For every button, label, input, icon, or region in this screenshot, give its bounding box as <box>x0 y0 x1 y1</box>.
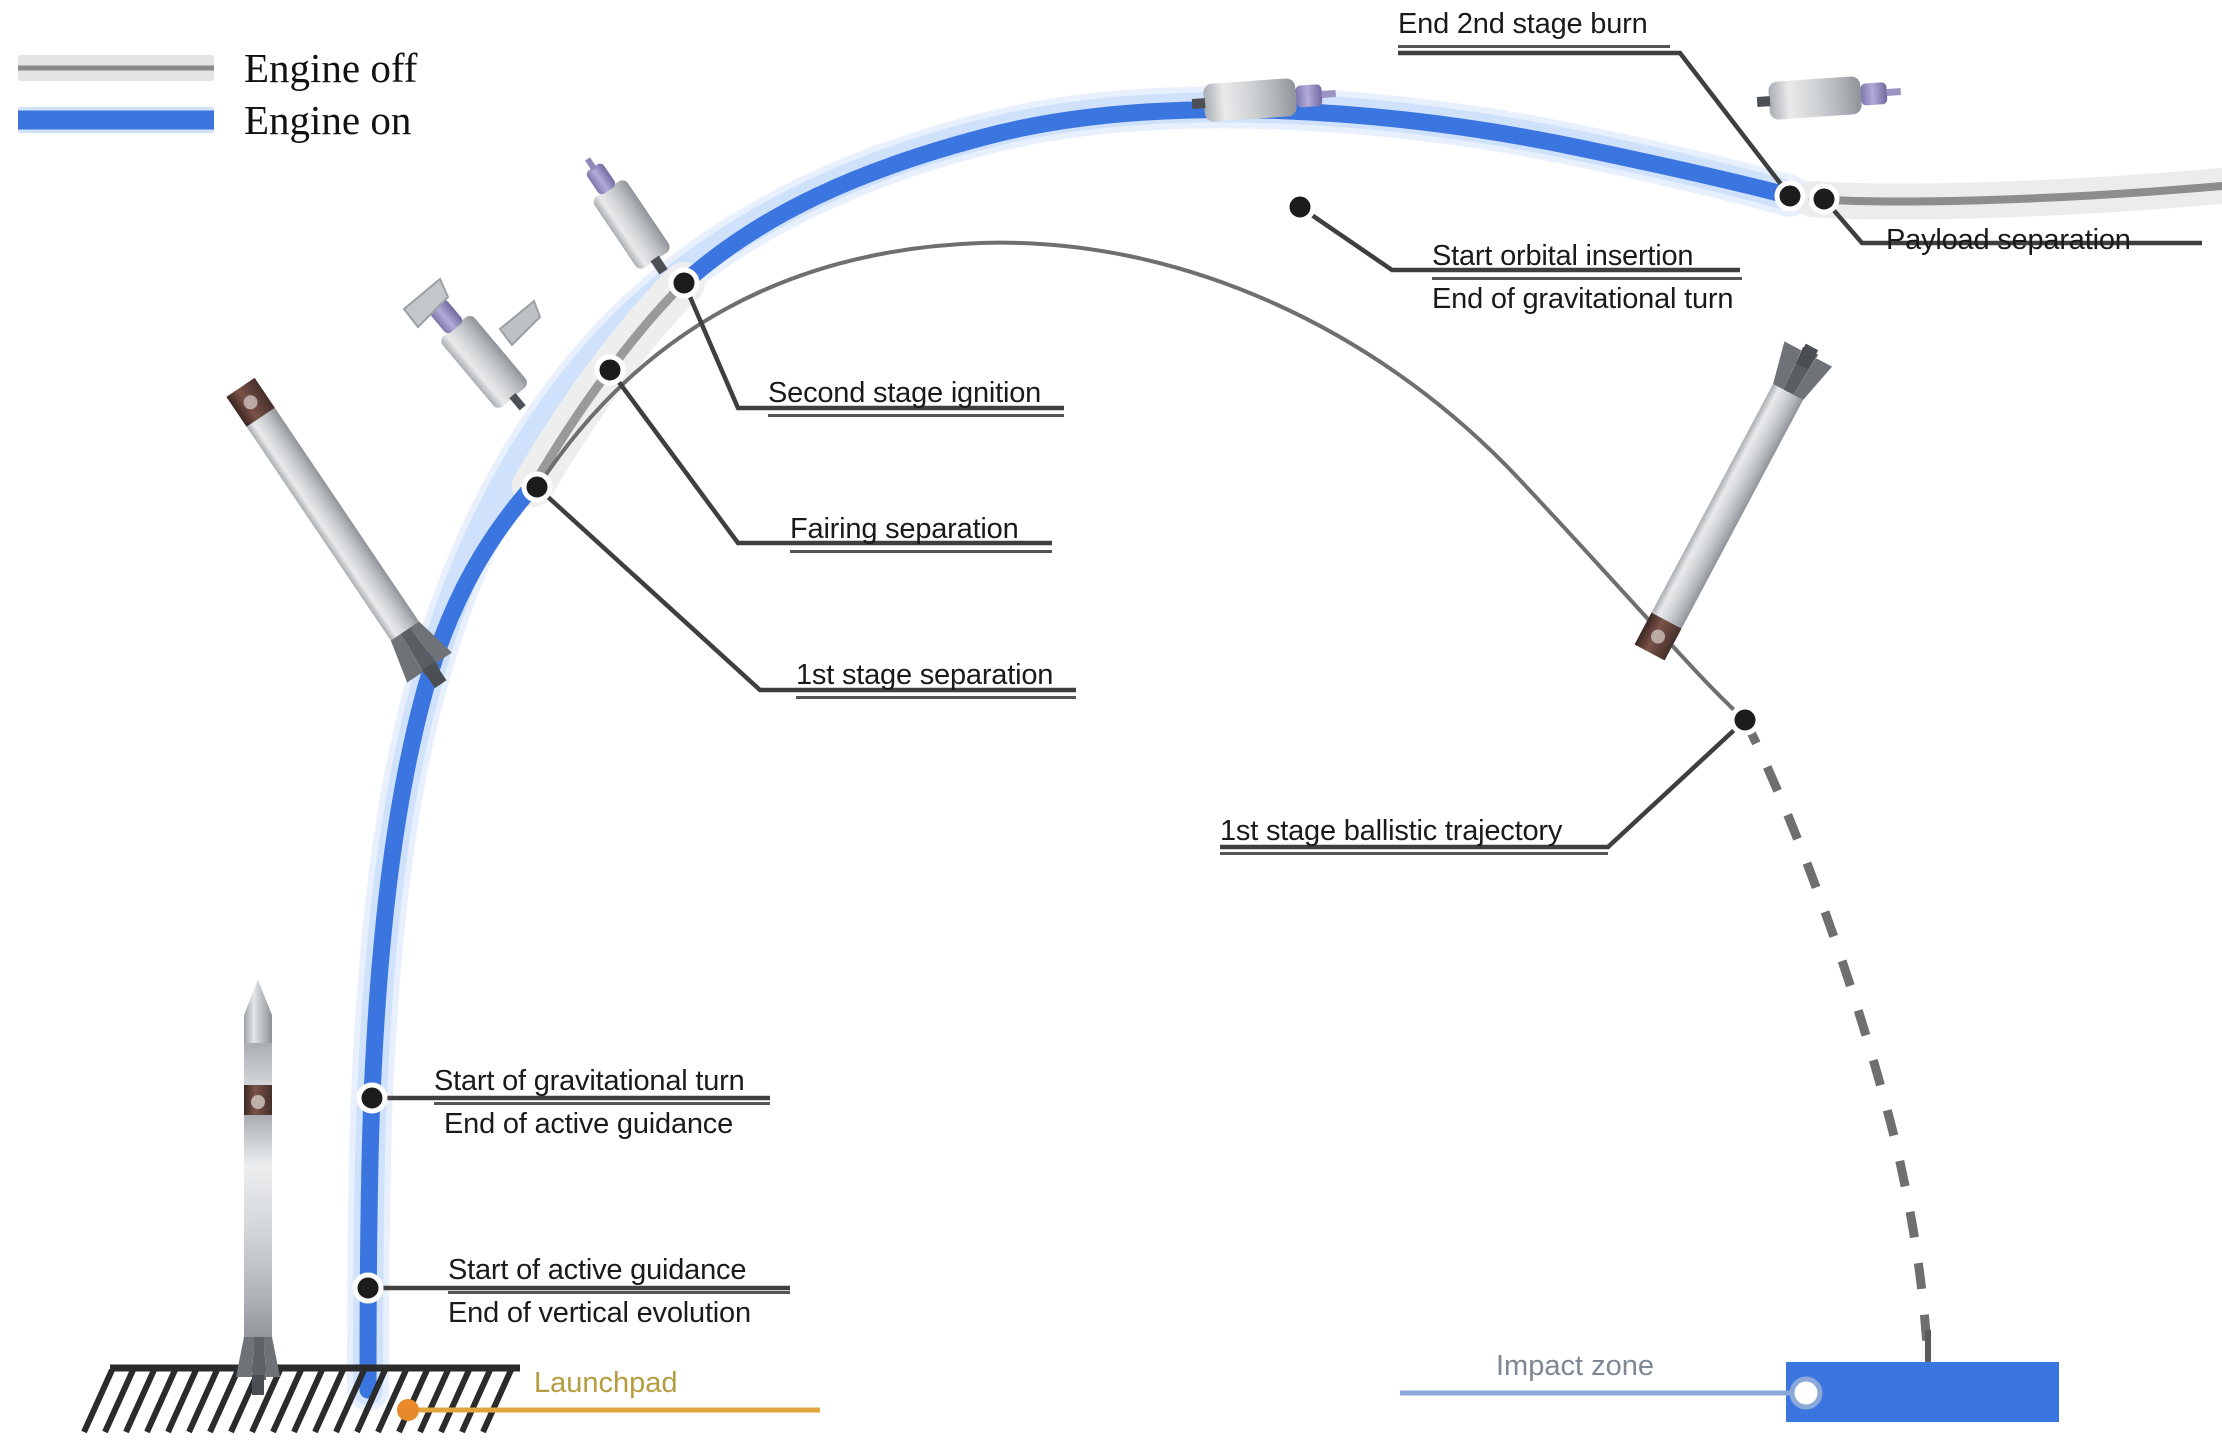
event-dots <box>352 180 1840 1304</box>
label-active-guidance-line2: End of vertical evolution <box>448 1296 751 1329</box>
dot-first-stage-separation <box>521 471 553 503</box>
leader-lines <box>368 50 2202 1291</box>
launchpad-leader <box>397 1399 820 1421</box>
label-launchpad: Launchpad <box>534 1367 678 1400</box>
label-rule <box>768 413 1064 417</box>
label-first-stage-ballistic: 1st stage ballistic trajectory <box>1220 813 1608 855</box>
leader-second-stage-ignition <box>681 282 1064 411</box>
dot-ballistic-trajectory <box>1729 704 1761 736</box>
label-gravitational-turn-line2: End of active guidance <box>444 1107 734 1140</box>
rocket-second-stage-apex <box>1191 78 1336 122</box>
label-end-2nd-stage-burn: End 2nd stage burn <box>1398 6 1670 48</box>
label-gravitational-turn: Start of gravitational turn End of activ… <box>434 1063 770 1143</box>
label-active-guidance-line1: Start of active guidance <box>448 1254 747 1286</box>
leader-end-2nd-stage-burn <box>1398 50 1792 198</box>
engine-off-orbit-path <box>1808 182 2222 206</box>
label-first-stage-separation: 1st stage separation <box>796 657 1076 699</box>
label-active-guidance: Start of active guidance End of vertical… <box>448 1252 790 1332</box>
label-start-orbital-insertion-line2: End of gravitational turn <box>1432 282 1734 315</box>
engine-on-line-icon <box>18 107 214 133</box>
label-end-2nd-stage-burn-line1: End 2nd stage burn <box>1398 8 1648 40</box>
dot-second-stage-ignition <box>668 267 700 299</box>
ballistic-descent-dashed <box>1740 717 1933 1366</box>
legend: Engine off Engine on <box>18 42 478 146</box>
leader-fairing-separation <box>608 368 1052 546</box>
rocket-first-stage-falling-right <box>1634 341 1833 661</box>
label-launchpad-text: Launchpad <box>534 1367 678 1399</box>
leader-ballistic-trajectory <box>1220 718 1747 850</box>
label-start-orbital-insertion-line1: Start orbital insertion <box>1432 240 1694 272</box>
label-impact-zone: Impact zone <box>1496 1350 1654 1383</box>
label-first-stage-ballistic-line1: 1st stage ballistic trajectory <box>1220 815 1563 847</box>
label-gravitational-turn-line1: Start of gravitational turn <box>434 1065 745 1097</box>
rocket-on-launchpad <box>236 980 280 1395</box>
rocket-first-stage-separated-left <box>226 377 452 689</box>
label-rule <box>434 1101 770 1105</box>
leader-start-orbital-insertion <box>1298 205 1740 273</box>
label-fairing-separation-line1: Fairing separation <box>790 513 1019 545</box>
label-fairing-separation: Fairing separation <box>790 511 1052 553</box>
label-second-stage-ignition: Second stage ignition <box>768 375 1064 417</box>
engine-on-path-ascent <box>359 477 542 1399</box>
label-payload-separation: Payload separation <box>1886 222 2131 260</box>
label-rule <box>1398 44 1670 48</box>
label-rule <box>1220 851 1608 855</box>
label-rule <box>790 549 1052 553</box>
rocket-second-stage-post-burn <box>1756 76 1901 120</box>
dot-fairing-separation <box>594 354 626 386</box>
leader-payload-separation <box>1822 197 2202 246</box>
label-rule <box>796 695 1076 699</box>
label-second-stage-ignition-line1: Second stage ignition <box>768 377 1042 409</box>
label-impact-zone-text: Impact zone <box>1496 1350 1654 1382</box>
label-payload-separation-line1: Payload separation <box>1886 224 2131 256</box>
dot-end-2nd-stage-burn <box>1774 180 1806 212</box>
ballistic-arc-path <box>535 240 1747 722</box>
label-rule <box>1432 276 1742 280</box>
label-start-orbital-insertion: Start orbital insertion End of gravitati… <box>1432 238 1742 318</box>
fairing-separation-illustration <box>402 277 542 411</box>
launchpad-ground <box>81 1364 520 1434</box>
label-rule <box>448 1290 790 1294</box>
legend-item-engine-off: Engine off <box>18 42 478 94</box>
dot-payload-separation <box>1808 183 1840 215</box>
rocket-second-stage-midflight <box>585 157 670 275</box>
legend-item-engine-on: Engine on <box>18 94 478 146</box>
dot-active-guidance <box>352 1272 384 1304</box>
dot-gravitational-turn <box>356 1082 388 1114</box>
dot-start-orbital-insertion <box>1284 191 1316 223</box>
legend-label-engine-off: Engine off <box>244 44 418 91</box>
legend-label-engine-on: Engine on <box>244 96 412 143</box>
leader-first-stage-separation <box>535 485 1076 693</box>
label-first-stage-separation-line1: 1st stage separation <box>796 659 1054 691</box>
engine-off-line-icon <box>18 55 214 81</box>
impact-zone-marker <box>1400 1330 2059 1422</box>
